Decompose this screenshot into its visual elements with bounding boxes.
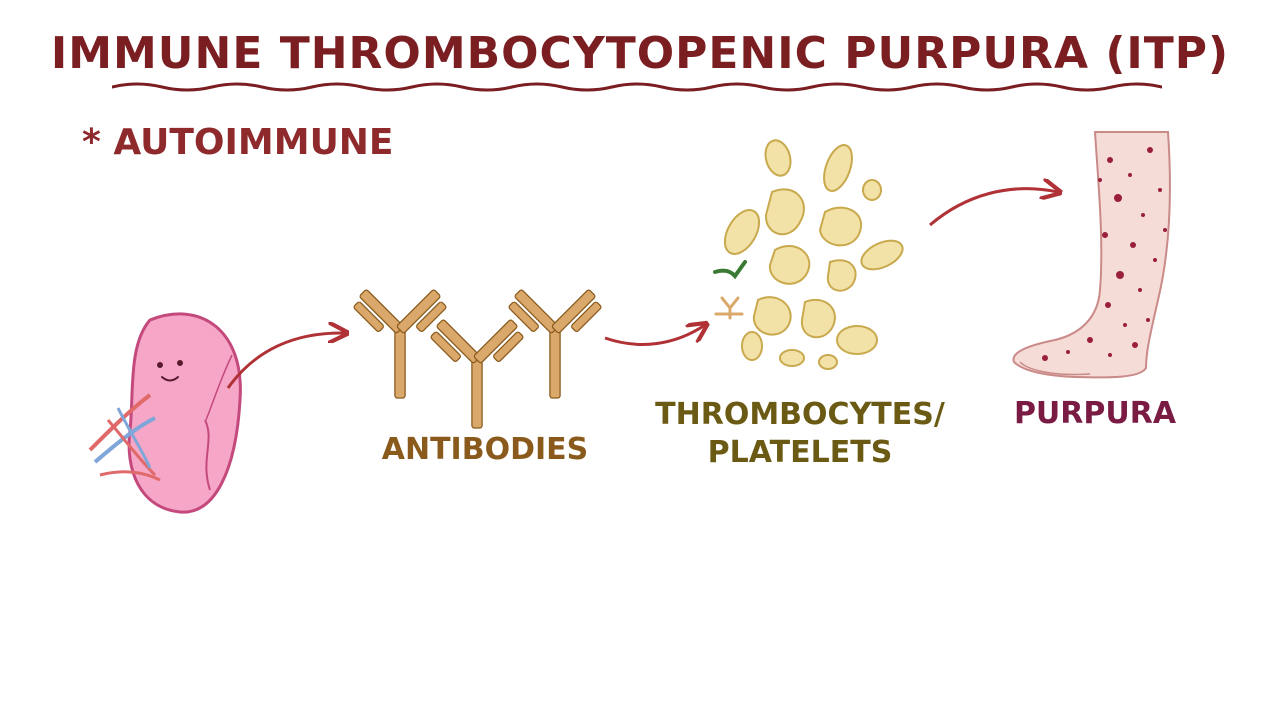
platelets-label-line1: THROMBOCYTES/	[655, 397, 945, 432]
leg-purpura-illustration	[1012, 131, 1171, 379]
bound-antibody-icon	[713, 260, 747, 320]
spleen-illustration	[88, 312, 242, 514]
antibody-icon	[350, 288, 450, 399]
platelets-label: THROMBOCYTES/ PLATELETS	[640, 396, 960, 472]
platelets-illustration	[723, 139, 904, 370]
platelets-label-line2: PLATELETS	[707, 435, 893, 470]
antibodies-label: ANTIBODIES	[381, 432, 589, 467]
title-underline	[112, 82, 1162, 92]
arrow-platelets-to-purpura	[929, 189, 1058, 227]
page-title: IMMUNE THROMBOCYTOPENIC PURPURA (ITP)	[50, 28, 1230, 79]
spleen-eye-left	[157, 362, 163, 368]
antibodies-illustration	[350, 288, 605, 429]
autoimmune-bullet: * AUTOIMMUNE	[82, 122, 394, 163]
spleen-eye-right	[177, 360, 183, 366]
asterisk-icon: *	[82, 122, 101, 163]
purpura-label: PURPURA	[1013, 396, 1177, 431]
purpura-spots	[1042, 147, 1167, 361]
antibody-icon	[427, 318, 527, 429]
arrow-antibodies-to-platelets	[604, 325, 705, 346]
antibody-icon	[505, 288, 605, 399]
autoimmune-text: AUTOIMMUNE	[113, 122, 394, 163]
arrow-spleen-to-antibodies	[226, 333, 345, 389]
blood-vessels-icon	[88, 393, 161, 482]
